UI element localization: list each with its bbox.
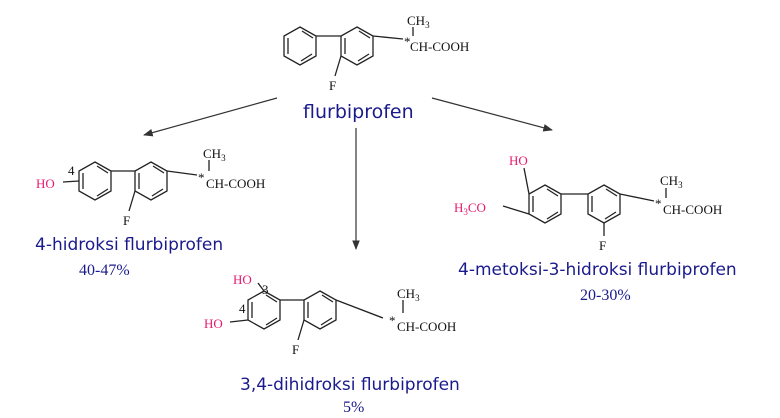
parent-name: flurbiprofen	[303, 101, 414, 123]
metabolite-dihidroksi-fluorine: F	[292, 342, 299, 357]
metabolite-metoksi-methyl: CH3	[660, 173, 683, 190]
metabolite-4-hidroksi-fluorine: F	[123, 213, 130, 228]
metabolite-metoksi-name: 4-metoksi-3-hidroksi flurbiprofen	[458, 260, 737, 280]
metabolite-dihidroksi-position-4: 4	[239, 301, 246, 316]
parent-fluorine-label: F	[329, 78, 336, 93]
metabolite-4-hidroksi-ho: HO	[36, 176, 55, 191]
arrow-to-4-hidroksi	[143, 97, 278, 137]
metabolite-dihidroksi-yield: 5%	[343, 399, 364, 416]
metabolite-metoksi-yield: 20-30%	[580, 287, 631, 304]
metabolite-metoksi-chiral: *	[655, 196, 662, 211]
parent-structure	[283, 26, 414, 77]
metabolite-dihidroksi-position-3: 3	[262, 282, 269, 297]
metabolite-dihidroksi-name: 3,4-dihidroksi flurbiprofen	[240, 375, 460, 395]
metabolite-4-hidroksi-structure	[62, 160, 210, 212]
metabolite-metoksi-och3: H3CO	[454, 200, 486, 217]
metabolite-metoksi-ho: HO	[509, 153, 528, 168]
parent-methyl: CH3	[407, 13, 430, 30]
metabolite-dihidroksi-chiral: *	[389, 313, 396, 328]
metabolite-4-hidroksi-yield: 40-47%	[79, 262, 130, 279]
metabolite-dihidroksi-side-chain: CH-COOH	[397, 319, 456, 334]
metabolite-metoksi-fluorine: F	[599, 238, 606, 253]
metabolite-dihidroksi-structure	[229, 282, 404, 341]
metabolite-4-hidroksi-name: 4-hidroksi flurbiprofen	[35, 235, 223, 255]
arrow-to-4-metoksi	[431, 97, 553, 132]
metabolite-dihidroksi-ho-3: HO	[233, 272, 252, 287]
parent-side-chain: CH-COOH	[410, 39, 469, 54]
metabolite-metoksi-side-chain: CH-COOH	[663, 202, 722, 217]
metabolite-metoksi-structure	[502, 167, 667, 236]
metabolite-4-hidroksi-position: 4	[68, 163, 75, 178]
metabolite-dihidroksi-ho-4: HO	[204, 316, 223, 331]
metabolite-4-hidroksi-side-chain: CH-COOH	[206, 176, 265, 191]
metabolite-4-hidroksi-chiral: *	[198, 170, 205, 185]
metabolite-dihidroksi-methyl: CH3	[397, 286, 420, 303]
parent-chiral-mark: *	[404, 34, 411, 49]
metabolite-4-hidroksi-methyl: CH3	[203, 146, 226, 163]
